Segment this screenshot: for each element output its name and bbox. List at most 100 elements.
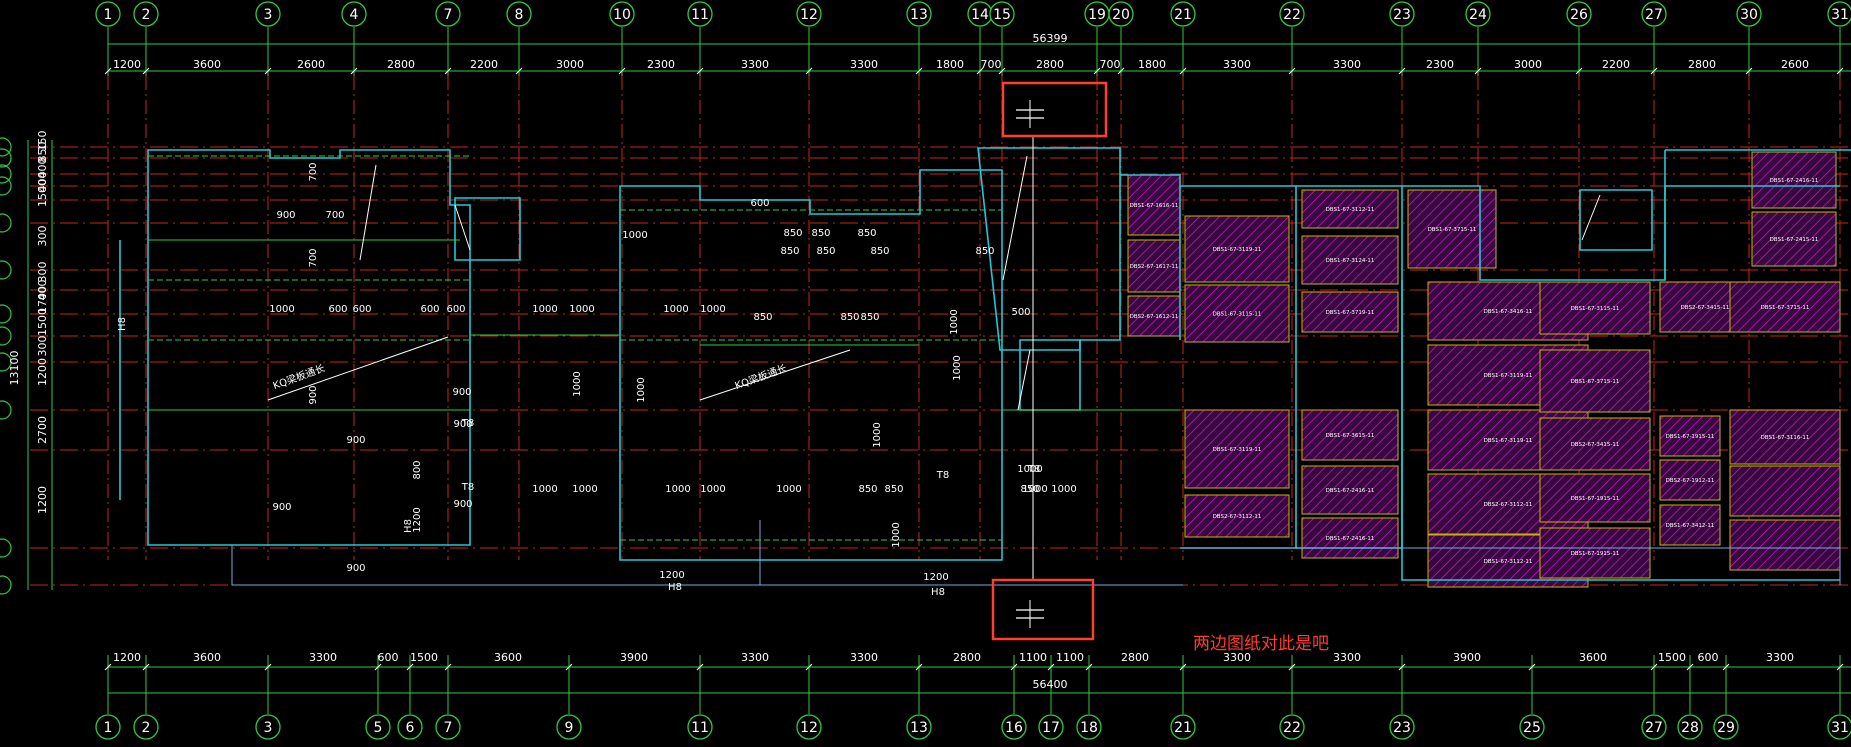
top-axis-bubble-1[interactable]: [95, 1, 121, 27]
bot-tick-13: [1179, 663, 1187, 671]
wall-dim-38: 900: [453, 499, 472, 510]
bottom-axis-bubble-27[interactable]: [1641, 714, 1667, 740]
highlight-box-top[interactable]: [1001, 81, 1108, 138]
bottom-axis-bubble-18[interactable]: [1076, 714, 1102, 740]
top-axis-bubble-26[interactable]: [1566, 1, 1592, 27]
left-axis-bubble-10: [0, 538, 12, 558]
bottom-axis-bubble-12[interactable]: [796, 714, 822, 740]
bottom-dim-19: 3300: [1766, 651, 1794, 664]
slab-panel-31: [1729, 409, 1841, 465]
bottom-axis-bubble-31[interactable]: [1827, 714, 1851, 740]
slab-code-16: DBS1-67-3416-11: [1484, 309, 1533, 315]
top-axis-bubble-4[interactable]: [341, 1, 367, 27]
top-axis-bubble-24[interactable]: [1465, 1, 1491, 27]
top-axis-bubble-20[interactable]: [1108, 1, 1134, 27]
slab-panel-30: [1729, 281, 1841, 333]
slab-panel-25: [1539, 527, 1651, 579]
bottom-axis-bubble-7[interactable]: [435, 714, 461, 740]
top-axis-bubble-12[interactable]: [796, 1, 822, 27]
bottom-axis-bubble-16[interactable]: [1001, 714, 1027, 740]
slab-code-30: DBS1-67-3715-11: [1761, 305, 1810, 311]
top-tick-19: [1650, 67, 1658, 75]
bottom-axis-bubble-23[interactable]: [1389, 714, 1415, 740]
bottom-dim-3: 600: [378, 651, 399, 664]
wall-dim-28: 1000: [572, 371, 583, 396]
left-dim-10: 300: [36, 336, 49, 357]
wall-dim-18: 850: [816, 246, 835, 257]
top-axis-bubble-27[interactable]: [1641, 1, 1667, 27]
top-axis-bubble-13[interactable]: [906, 1, 932, 27]
top-axis-label-10: 10: [613, 7, 631, 23]
top-tick-13: [1117, 67, 1125, 75]
slab-panel-29: [1659, 504, 1721, 546]
top-axis-bubble-21[interactable]: [1170, 1, 1196, 27]
bot-tick-4: [406, 663, 414, 671]
wall-dim-9: 1000: [532, 304, 557, 315]
top-axis-bubble-23[interactable]: [1389, 1, 1415, 27]
left-axis-bubble-3: [0, 176, 12, 196]
bottom-axis-bubble-28[interactable]: [1677, 714, 1703, 740]
bottom-axis-bubble-25[interactable]: [1519, 714, 1545, 740]
top-axis-bubble-7[interactable]: [435, 1, 461, 27]
wall-dim-6: 600: [352, 304, 371, 315]
top-axis-bubble-31[interactable]: [1827, 1, 1851, 27]
left-dim-7: 300: [36, 262, 49, 283]
wall-dim-30: H8: [117, 317, 128, 331]
top-axis-bubble-15[interactable]: [989, 1, 1015, 27]
bottom-axis-bubble-2[interactable]: [133, 714, 159, 740]
bottom-axis-label-6: 6: [406, 720, 415, 736]
bottom-axis-bubble-5[interactable]: [365, 714, 391, 740]
bottom-axis-bubble-29[interactable]: [1713, 714, 1739, 740]
slab-code-9: DBS1-67-3112-11: [1326, 207, 1375, 213]
wall-dim-31: T8: [461, 418, 474, 429]
top-dim-20: 2600: [1781, 58, 1809, 71]
top-axis-bubble-2[interactable]: [133, 1, 159, 27]
top-axis-bubble-11[interactable]: [687, 1, 713, 27]
bottom-axis-label-17: 17: [1042, 720, 1060, 736]
top-axis-bubble-3[interactable]: [255, 1, 281, 27]
bot-tick-10: [1010, 663, 1018, 671]
stair-line-4: [454, 204, 471, 251]
bottom-axis-label-9: 9: [565, 720, 574, 736]
top-axis-label-1: 1: [104, 7, 113, 23]
bottom-dim-13: 3300: [1223, 651, 1251, 664]
bot-tick-11: [1047, 663, 1055, 671]
top-tick-2: [264, 67, 272, 75]
slab-code-18: DBS1-67-3119-11: [1484, 438, 1533, 444]
top-dim-10: 700: [981, 58, 1002, 71]
wall-dim-13: 1000: [622, 230, 647, 241]
bottom-axis-bubble-1[interactable]: [95, 714, 121, 740]
bottom-axis-bubble-22[interactable]: [1279, 714, 1305, 740]
top-axis-bubble-8[interactable]: [506, 1, 532, 27]
slab-code-17: DBS1-67-3119-11: [1484, 373, 1533, 379]
top-axis-label-20: 20: [1112, 7, 1130, 23]
top-axis-label-11: 11: [691, 7, 709, 23]
bottom-dim-4: 1500: [410, 651, 438, 664]
bottom-axis-bubble-9[interactable]: [556, 714, 582, 740]
top-axis-bubble-10[interactable]: [609, 1, 635, 27]
top-dim-12: 700: [1100, 58, 1121, 71]
bot-tick-18: [1686, 663, 1694, 671]
top-dim-4: 2200: [470, 58, 498, 71]
slab-panel-9: [1301, 189, 1399, 229]
bottom-axis-bubble-6[interactable]: [397, 714, 423, 740]
wall-dim-49: 1000: [776, 484, 801, 495]
bottom-axis-bubble-13[interactable]: [906, 714, 932, 740]
top-tick-3: [350, 67, 358, 75]
top-dim-18: 2200: [1602, 58, 1630, 71]
bottom-axis-bubble-21[interactable]: [1170, 714, 1196, 740]
top-axis-bubble-22[interactable]: [1279, 1, 1305, 27]
bottom-total-dimension: 56400: [1033, 678, 1068, 691]
bottom-axis-bubble-3[interactable]: [255, 714, 281, 740]
kq-line-2: [699, 349, 851, 401]
wall-dim-16: 850: [811, 228, 830, 239]
top-axis-bubble-30[interactable]: [1736, 1, 1762, 27]
wall-dim-14: 600: [750, 198, 769, 209]
wall-dim-32: T8: [461, 482, 474, 493]
bottom-axis-bubble-11[interactable]: [687, 714, 713, 740]
highlight-box-bottom[interactable]: [991, 578, 1095, 641]
bottom-axis-bubble-17[interactable]: [1038, 714, 1064, 740]
bot-tick-5: [444, 663, 452, 671]
